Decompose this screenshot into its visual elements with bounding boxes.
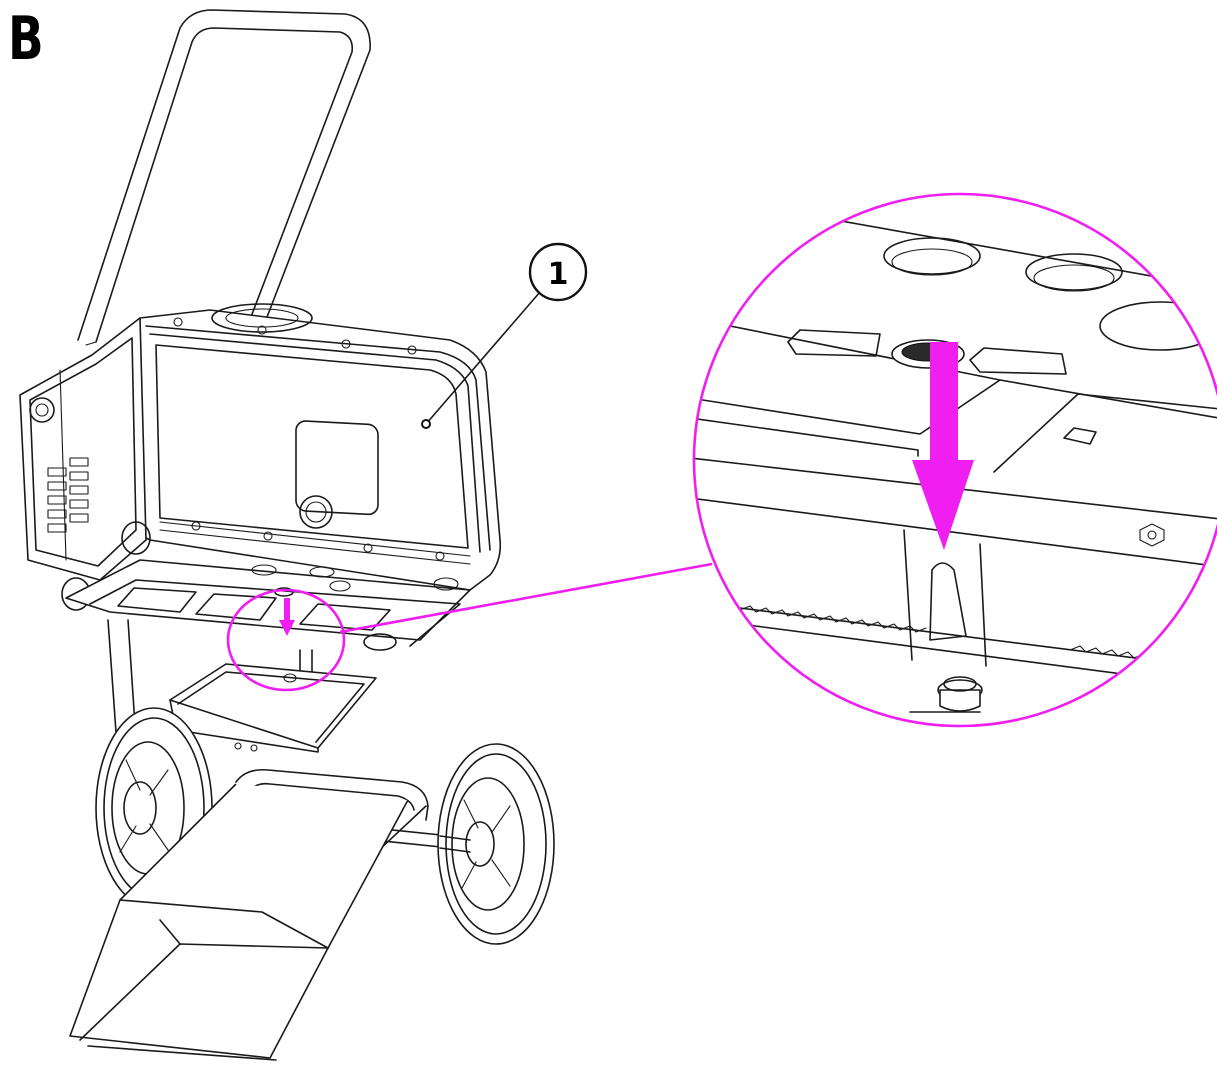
right-wheel — [437, 743, 555, 945]
callout-1: 1 — [421, 242, 588, 429]
machine-body — [129, 303, 502, 591]
cart-handle — [77, 9, 371, 346]
callout-1-number: 1 — [548, 257, 569, 292]
machine-base — [65, 559, 471, 651]
step-label: B — [8, 4, 44, 74]
detail-view — [692, 192, 1217, 728]
cart-foot-plate — [69, 783, 409, 1061]
detail-highlight-circle — [226, 562, 713, 692]
cart-platform — [169, 663, 377, 753]
small-down-arrow — [279, 598, 295, 636]
